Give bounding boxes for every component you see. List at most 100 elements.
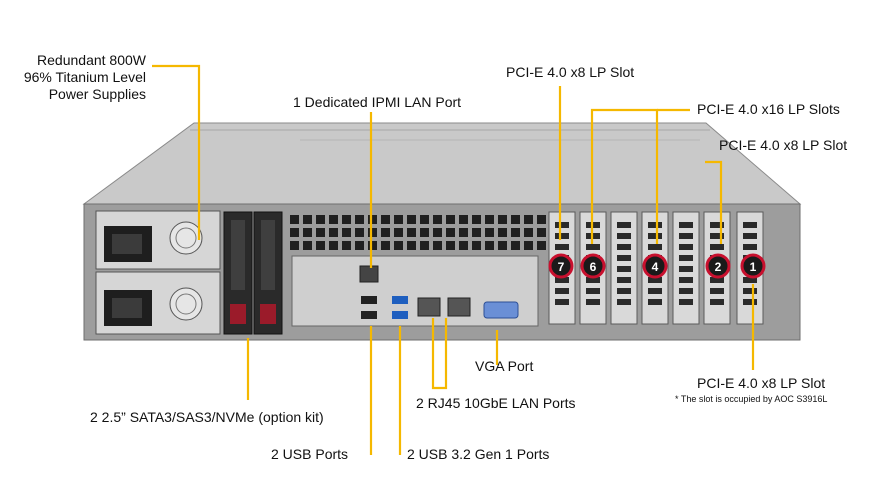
bracket-vent (743, 299, 757, 305)
vent-hole (316, 241, 325, 250)
vent-hole (459, 241, 468, 250)
vent-hole (485, 241, 494, 250)
vent-hole (524, 215, 533, 224)
psu-label: Redundant 800W 96% Titanium Level Power … (0, 52, 146, 103)
vent-hole (498, 228, 507, 237)
vent-hole (537, 215, 546, 224)
vent-hole (316, 215, 325, 224)
bracket-vent (710, 299, 724, 305)
bracket-vent (586, 277, 600, 283)
bracket-vent (617, 299, 631, 305)
vent-hole (537, 228, 546, 237)
vent-hole (290, 215, 299, 224)
vent-hole (498, 215, 507, 224)
badge-number: 2 (715, 260, 722, 274)
bracket-vent (586, 244, 600, 250)
vent-hole (290, 228, 299, 237)
rj45-port (417, 297, 441, 317)
bracket-vent (555, 244, 569, 250)
drive-bay (253, 211, 283, 335)
psu-label-line1: Redundant 800W (37, 52, 146, 68)
bracket-vent (743, 244, 757, 250)
rj45-label: 2 RJ45 10GbE LAN Ports (416, 395, 576, 411)
vent-hole (329, 215, 338, 224)
bracket-vent (743, 277, 757, 283)
vent-hole (303, 215, 312, 224)
slot-number-badge: 6 (580, 253, 606, 279)
usb3-port (392, 311, 408, 319)
vent-hole (394, 215, 403, 224)
usb3-label: 2 USB 3.2 Gen 1 Ports (407, 446, 550, 462)
bracket-vent (710, 233, 724, 239)
bracket-vent (555, 299, 569, 305)
vent-hole (381, 228, 390, 237)
ventilation-grid (290, 215, 546, 250)
callout-x16 (590, 108, 659, 244)
bracket-vent (586, 299, 600, 305)
usb2-label: 2 USB Ports (271, 446, 349, 462)
bracket-vent (743, 222, 757, 228)
vent-hole (472, 241, 481, 250)
bracket-vent (679, 299, 693, 305)
vent-hole (524, 241, 533, 250)
vent-hole (537, 241, 546, 250)
vent-hole (420, 241, 429, 250)
vga-port (483, 301, 519, 319)
vent-hole (329, 228, 338, 237)
bracket-vent (710, 244, 724, 250)
vent-hole (355, 228, 364, 237)
vent-hole (303, 228, 312, 237)
bracket-vent (648, 222, 662, 228)
callout-psu (152, 64, 201, 240)
vent-hole (316, 228, 325, 237)
vent-hole (368, 241, 377, 250)
vent-hole (511, 228, 520, 237)
vent-hole (459, 215, 468, 224)
bracket-vent (648, 288, 662, 294)
vent-hole (407, 228, 416, 237)
vent-hole (433, 241, 442, 250)
slot-number-badge: 1 (740, 253, 766, 279)
vent-hole (524, 228, 533, 237)
slot-number-badge: 4 (642, 253, 668, 279)
badge-number: 7 (558, 260, 565, 274)
psu-label-line2: 96% Titanium Level (23, 69, 146, 85)
badge-circle (580, 253, 606, 279)
vent-hole (420, 228, 429, 237)
vent-hole (394, 228, 403, 237)
bracket-vent (679, 288, 693, 294)
ipmi-label: 1 Dedicated IPMI LAN Port (293, 94, 462, 110)
pcie-slot2-label: PCI-E 4.0 x8 LP Slot (719, 137, 848, 153)
vent-hole (290, 241, 299, 250)
bracket-vent (555, 222, 569, 228)
slot-number-badge: 7 (548, 253, 574, 279)
vent-hole (342, 241, 351, 250)
badge-number: 1 (750, 260, 757, 274)
vent-hole (342, 228, 351, 237)
usb-port (361, 311, 377, 319)
chassis-top (82, 122, 802, 205)
vent-hole (446, 215, 455, 224)
power-supply-unit (95, 210, 221, 270)
vent-hole (407, 215, 416, 224)
vent-hole (394, 241, 403, 250)
vent-hole (368, 215, 377, 224)
bracket-vent (710, 277, 724, 283)
slot-number-badge: 2 (705, 253, 731, 279)
vent-hole (498, 241, 507, 250)
power-supply-unit (95, 271, 221, 335)
vent-hole (485, 228, 494, 237)
bracket-vent (617, 244, 631, 250)
bracket-vent (648, 277, 662, 283)
bracket-vent (648, 233, 662, 239)
vent-hole (511, 215, 520, 224)
bracket-vent (679, 266, 693, 272)
bracket-vent (743, 233, 757, 239)
vent-hole (446, 228, 455, 237)
bracket-vent (555, 288, 569, 294)
vent-hole (355, 215, 364, 224)
bracket-vent (743, 288, 757, 294)
vent-hole (485, 215, 494, 224)
vent-hole (381, 241, 390, 250)
bracket-vent (617, 277, 631, 283)
